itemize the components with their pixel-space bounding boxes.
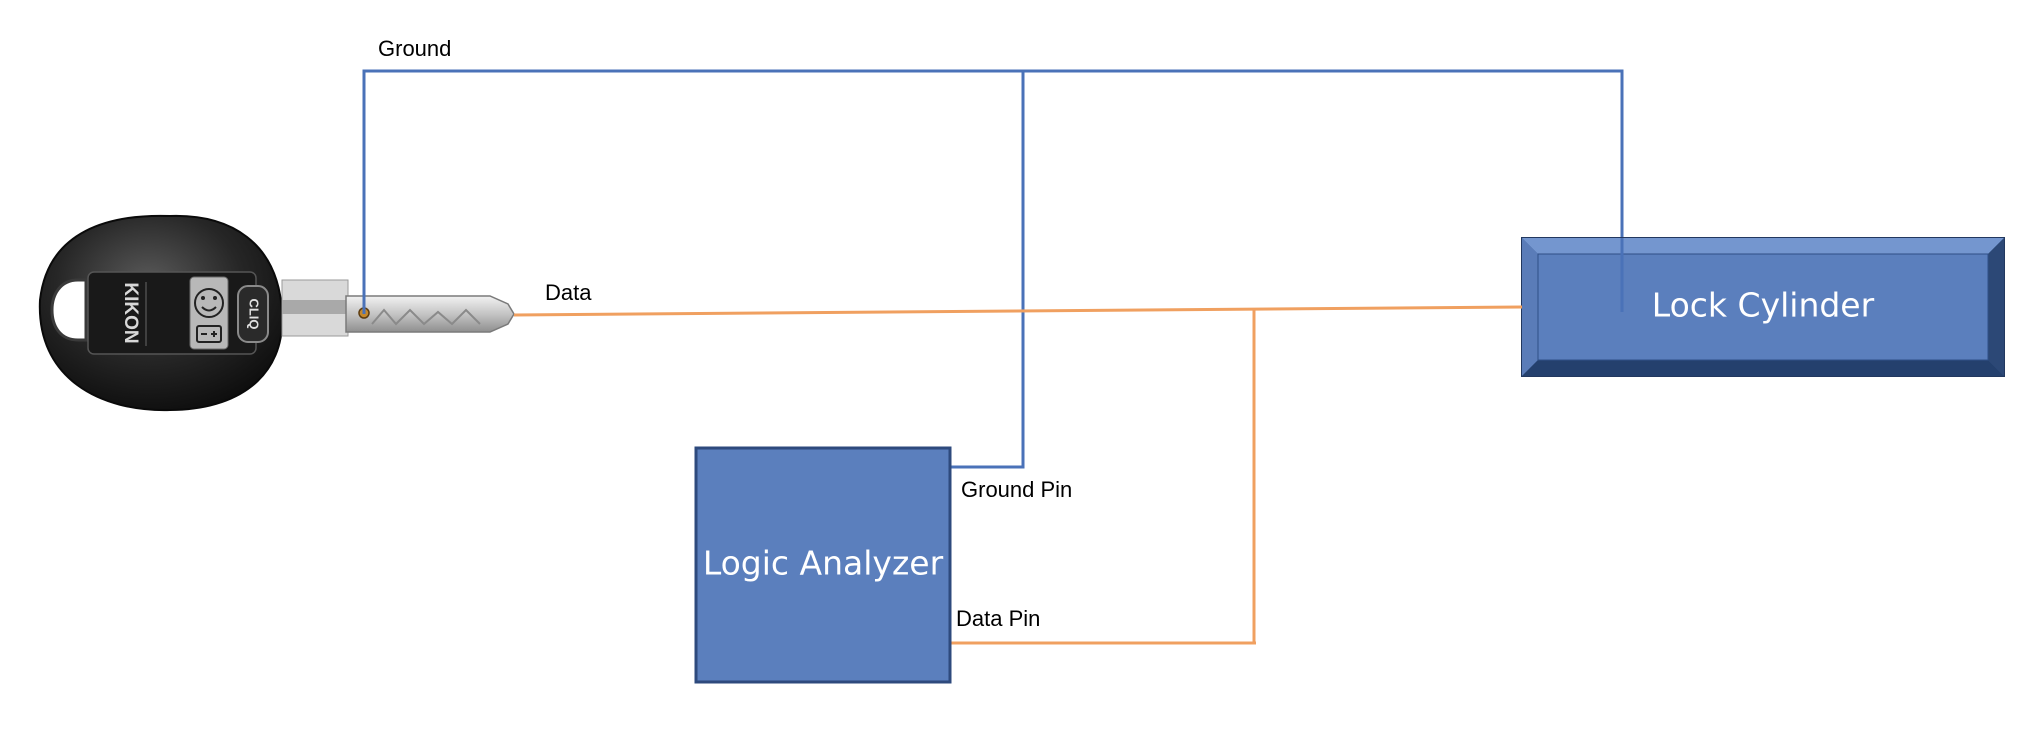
lock-cylinder-label: Lock Cylinder xyxy=(1652,286,1875,325)
data-wire-main xyxy=(513,305,1523,317)
ground-wire-analyzer xyxy=(951,71,1025,469)
lock-cylinder-bevel-left xyxy=(1522,238,1538,376)
key-brand-text: KIKON xyxy=(120,282,141,343)
key-model-badge xyxy=(237,285,269,343)
smiley-icon xyxy=(194,288,224,318)
data-pin-label: Data Pin xyxy=(956,606,1040,631)
key-ring-hole xyxy=(50,278,88,342)
key-image: KIKON CLIQ xyxy=(38,214,515,412)
logic-analyzer: Logic Analyzer xyxy=(694,446,952,684)
lock-cylinder: Lock Cylinder xyxy=(1521,237,2005,377)
lock-cylinder-face xyxy=(1537,253,1989,361)
logic-analyzer-box xyxy=(694,446,952,684)
key-blade-cuts xyxy=(371,308,481,326)
data-label: Data xyxy=(545,280,592,305)
key-model-text: CLIQ xyxy=(247,298,262,329)
battery-icon xyxy=(196,325,222,343)
ground-wire-key xyxy=(362,69,1624,314)
lock-cylinder-bevel-top xyxy=(1522,238,2004,254)
key-icon-panel xyxy=(189,276,229,350)
logic-analyzer-label: Logic Analyzer xyxy=(703,544,944,583)
ground-wires xyxy=(362,69,1624,469)
lock-cylinder-bevel-bottom xyxy=(1522,360,2004,376)
lock-cylinder-bevel-right xyxy=(1988,238,2004,376)
ground-pin-label: Ground Pin xyxy=(961,477,1072,502)
key-neck-shadow xyxy=(282,300,348,314)
ground-label: Ground xyxy=(378,36,451,61)
key-label-plate xyxy=(87,271,257,355)
data-wires xyxy=(513,305,1523,645)
key-blade xyxy=(345,295,515,333)
